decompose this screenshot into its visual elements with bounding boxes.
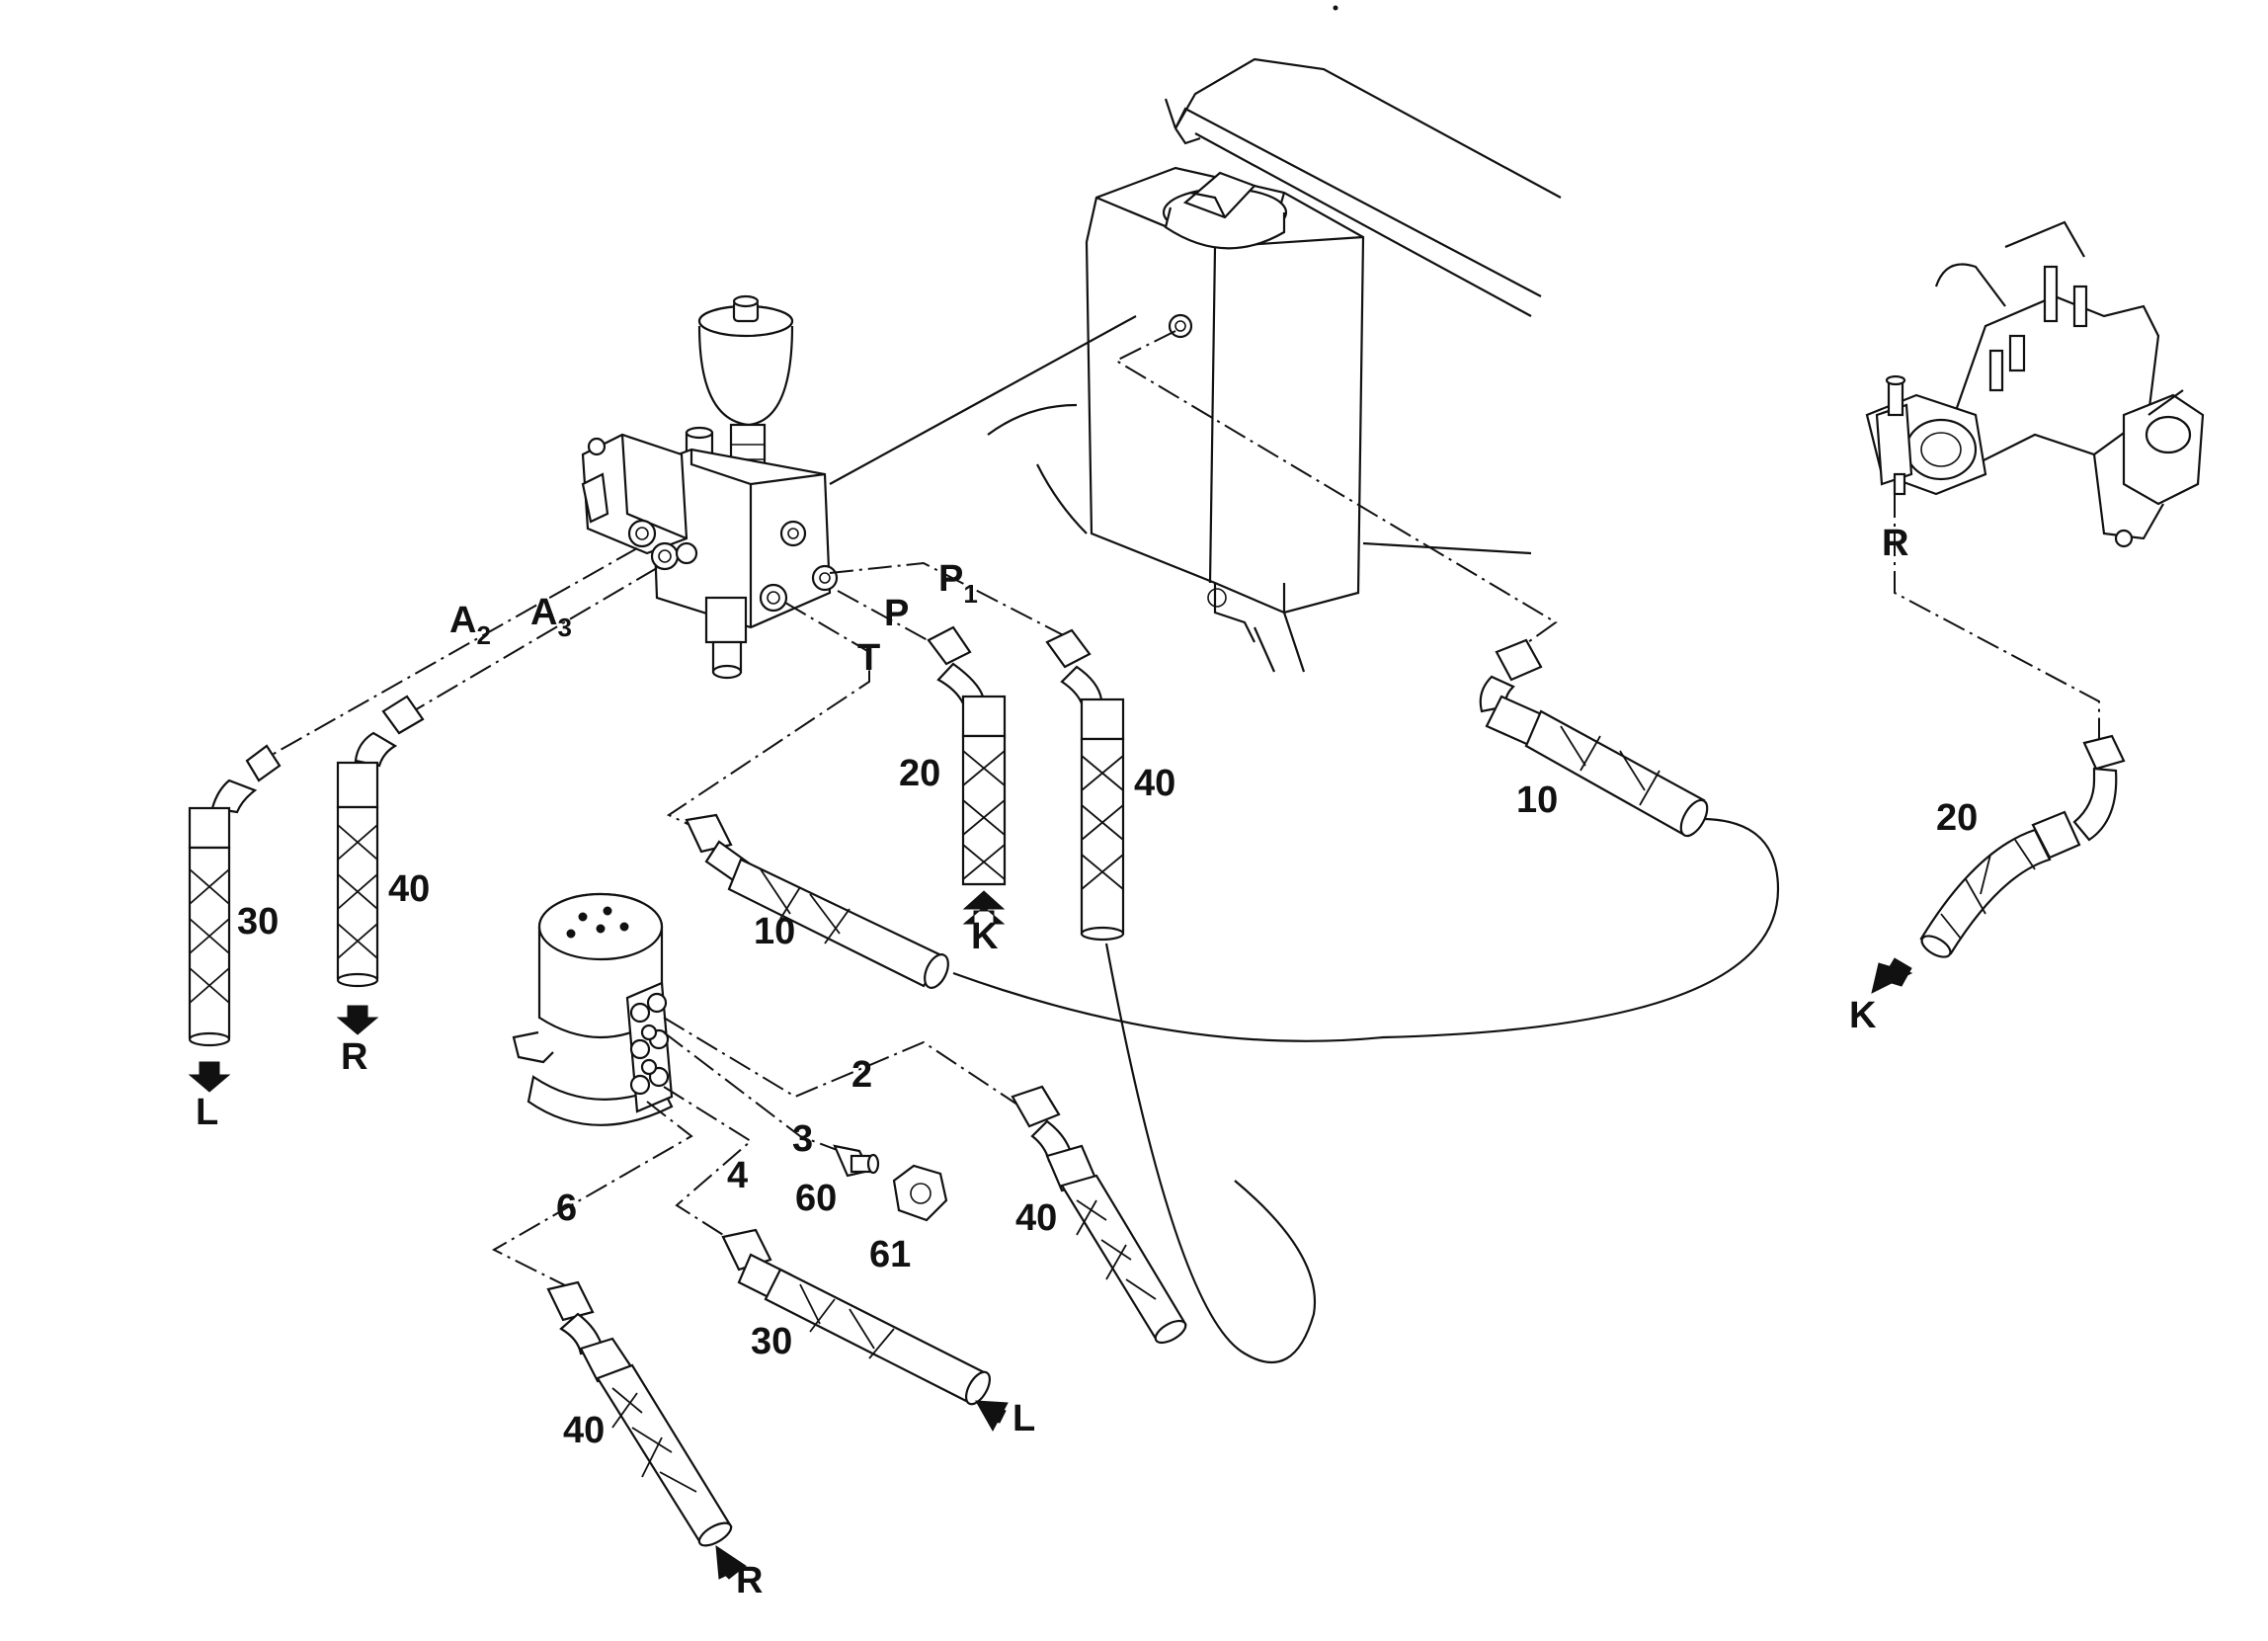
direction-l-left: L (196, 1092, 218, 1133)
arrow-l-lower-head (975, 1400, 1009, 1433)
item-61: 61 (869, 1234, 911, 1275)
flow-arrows (188, 890, 1913, 1580)
steering-unit (512, 892, 674, 1126)
item-40-mid: 40 (1134, 763, 1175, 804)
control-valve-block (581, 294, 839, 680)
arrow-r-lower-head (715, 1545, 748, 1580)
arrow-k-right-head (1871, 962, 1913, 994)
direction-r-pump: R (1882, 523, 1908, 564)
arrow-down-l-left (188, 1061, 231, 1093)
fitting-60 (833, 1144, 880, 1178)
port-p1-label: P1 (938, 558, 978, 609)
hose-30-lower (721, 1228, 992, 1406)
connection-6: 6 (556, 1188, 577, 1229)
item-20-right: 20 (1936, 797, 1978, 839)
item-10-right: 10 (1516, 779, 1558, 821)
direction-r-left: R (341, 1036, 367, 1078)
hose-20-mid (927, 625, 1007, 886)
hose-20-right (1919, 734, 2126, 958)
hose-40-left (336, 695, 425, 988)
direction-k-right: K (1849, 995, 1877, 1036)
connection-4: 4 (727, 1155, 748, 1196)
port-p-label: P (884, 593, 909, 634)
item-40-left: 40 (388, 868, 430, 910)
direction-k-mid: K (971, 916, 999, 957)
item-30-lower: 30 (751, 1321, 792, 1362)
port-a3-label: A3 (530, 592, 572, 642)
port-a2-label: A2 (449, 600, 491, 650)
arrow-up-k-mid (962, 906, 1006, 925)
hose-40-lower-right (1011, 1085, 1187, 1345)
hose-30-left (188, 744, 282, 1047)
labels: A2 A3 P1 P T 30 40 10 20 40 10 20 40 30 … (196, 523, 1978, 1601)
hose-10-right (1479, 638, 1709, 838)
arrow-up-k-mid-head (962, 890, 1006, 910)
hose-40-lower-left (546, 1280, 733, 1547)
item-60: 60 (795, 1178, 837, 1219)
connection-3: 3 (792, 1118, 813, 1160)
engine-pump-assembly (1865, 220, 2205, 548)
hydraulic-tank (987, 57, 1562, 673)
hose-40-mid (1045, 628, 1125, 942)
item-40-lower-right: 40 (1015, 1197, 1057, 1239)
item-10-mid: 10 (754, 911, 795, 952)
connection-lines (264, 315, 2100, 1364)
nut-61 (892, 1164, 948, 1222)
hose-10-mid (685, 813, 949, 989)
arrow-down-r-left (336, 1005, 379, 1035)
direction-r-lower: R (736, 1560, 763, 1601)
port-t-label: T (857, 637, 880, 679)
direction-l-lower: L (1012, 1398, 1035, 1439)
item-20-mid: 20 (899, 753, 940, 794)
stray-mark (1333, 5, 1338, 11)
connection-2: 2 (851, 1054, 872, 1096)
item-40-lower-left: 40 (563, 1410, 605, 1451)
item-30-left: 30 (237, 901, 279, 943)
